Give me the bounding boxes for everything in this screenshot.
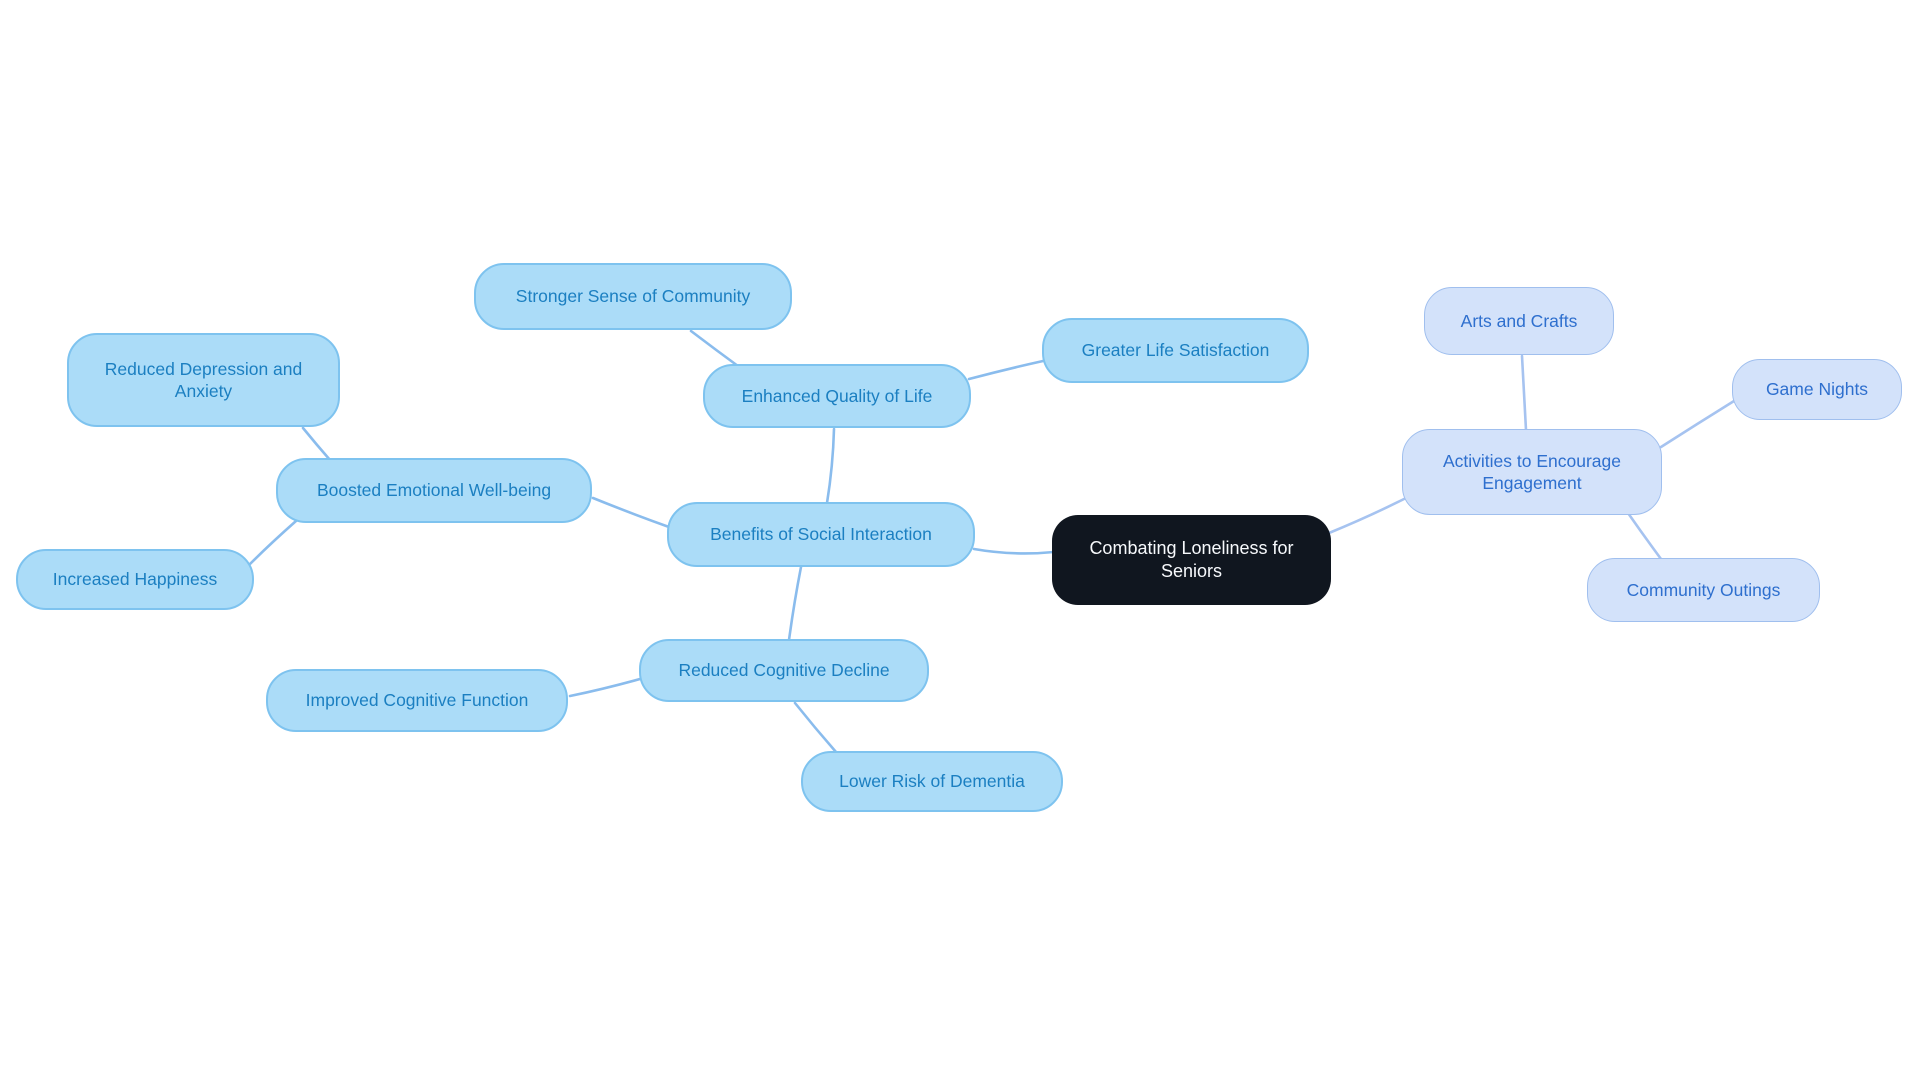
- node-enhanced-quality-of-life[interactable]: Enhanced Quality of Life: [703, 364, 971, 428]
- node-reduced-depression-and-anxiety[interactable]: Reduced Depression and Anxiety: [67, 333, 340, 427]
- edge-boosted-depression: [301, 426, 332, 462]
- edge-benefits-boosted: [591, 496, 671, 529]
- edge-root-benefits: [972, 547, 1056, 555]
- node-community-outings[interactable]: Community Outings: [1587, 558, 1820, 622]
- node-improved-cognitive-function[interactable]: Improved Cognitive Function: [266, 669, 568, 732]
- edge-enhanced-greater: [967, 359, 1045, 381]
- edge-activities-arts: [1520, 354, 1528, 432]
- edge-cognitive-improved: [568, 677, 642, 698]
- node-boosted-emotional-well-being[interactable]: Boosted Emotional Well-being: [276, 458, 592, 523]
- node-lower-risk-of-dementia[interactable]: Lower Risk of Dementia: [801, 751, 1063, 812]
- node-root[interactable]: Combating Loneliness for Seniors: [1052, 515, 1331, 605]
- edge-boosted-happiness: [248, 519, 298, 566]
- edge-activities-community: [1626, 511, 1663, 561]
- node-activities-to-encourage-engagement[interactable]: Activities to Encourage Engagement: [1402, 429, 1662, 515]
- node-benefits-of-social-interaction[interactable]: Benefits of Social Interaction: [667, 502, 975, 567]
- edge-cognitive-dementia: [793, 701, 838, 754]
- node-greater-life-satisfaction[interactable]: Greater Life Satisfaction: [1042, 318, 1309, 383]
- node-arts-and-crafts[interactable]: Arts and Crafts: [1424, 287, 1614, 355]
- node-reduced-cognitive-decline[interactable]: Reduced Cognitive Decline: [639, 639, 929, 702]
- edge-activities-game: [1659, 399, 1736, 449]
- edge-root-activities: [1327, 497, 1406, 535]
- edge-benefits-enhanced: [825, 427, 836, 505]
- node-stronger-sense-of-community[interactable]: Stronger Sense of Community: [474, 263, 792, 330]
- node-increased-happiness[interactable]: Increased Happiness: [16, 549, 254, 610]
- node-game-nights[interactable]: Game Nights: [1732, 359, 1902, 420]
- edge-benefits-cognitive: [787, 565, 803, 642]
